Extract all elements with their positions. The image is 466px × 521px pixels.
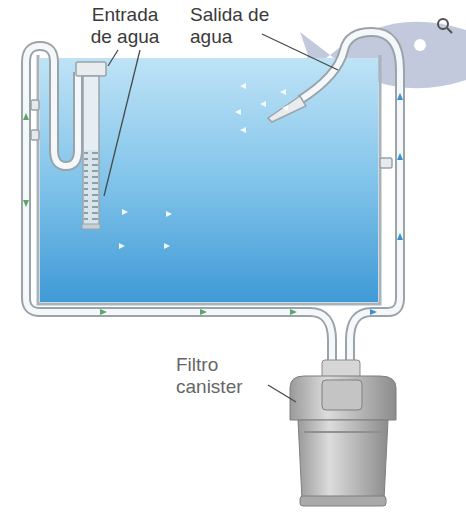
hose-inner bbox=[300, 32, 400, 365]
label-text: Salida de agua bbox=[190, 4, 272, 48]
water bbox=[40, 58, 378, 302]
hose-outer bbox=[26, 46, 332, 365]
tank-glass bbox=[38, 55, 380, 304]
hose-outer bbox=[300, 32, 400, 365]
leader-lines bbox=[104, 34, 338, 402]
flow-arrows bbox=[119, 83, 288, 249]
canister-filter bbox=[290, 360, 396, 506]
label-text: Filtro canister bbox=[176, 354, 264, 398]
intake-strainer bbox=[76, 62, 106, 229]
hoses bbox=[26, 32, 400, 365]
hose-flow-arrows bbox=[370, 93, 403, 315]
hose-flow-arrows bbox=[23, 113, 297, 315]
label-text: Entrada de agua bbox=[84, 4, 166, 48]
hose-inner bbox=[26, 46, 332, 365]
outlet-nozzle bbox=[268, 96, 306, 122]
